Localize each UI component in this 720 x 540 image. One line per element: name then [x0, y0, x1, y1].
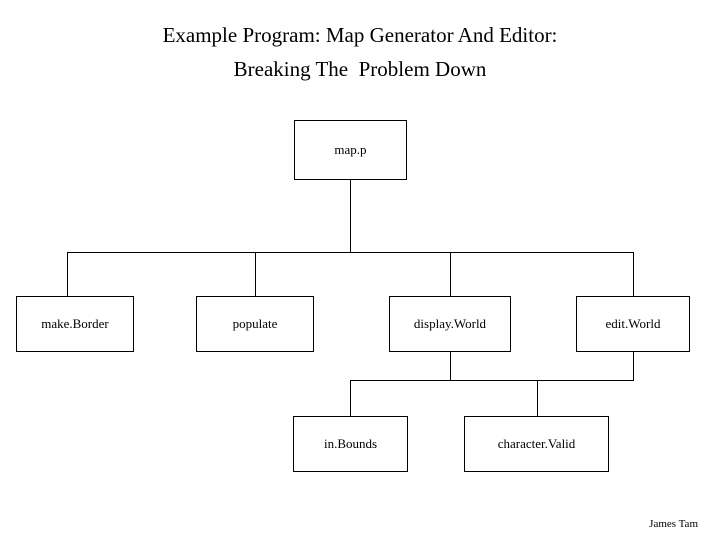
edge-edit-world-stem [633, 352, 634, 380]
node-display-world[interactable]: display.World [389, 296, 511, 352]
node-map-p-label: map.p [334, 142, 367, 157]
node-populate[interactable]: populate [196, 296, 314, 352]
node-in-bounds-label: in.Bounds [323, 436, 378, 451]
node-in-bounds[interactable]: in.Bounds [293, 416, 408, 472]
page-title-line-1: Example Program: Map Generator And Edito… [162, 23, 558, 47]
edge-bus-to-character-valid [537, 380, 538, 416]
node-make-border[interactable]: make.Border [16, 296, 134, 352]
node-edit-world[interactable]: edit.World [576, 296, 690, 352]
node-make-border-label: make.Border [41, 316, 109, 331]
node-character-valid-label: character.Valid [497, 436, 576, 451]
node-display-world-label: display.World [413, 316, 487, 331]
edge-level2-bus [350, 380, 634, 381]
node-map-p[interactable]: map.p [294, 120, 407, 180]
edge-bus-to-make-border [67, 252, 68, 296]
edge-bus-to-edit-world [633, 252, 634, 296]
edge-display-world-stem [450, 352, 451, 380]
edge-level1-bus [67, 252, 633, 253]
node-populate-label: populate [232, 316, 278, 331]
edge-root-stem [350, 180, 351, 252]
edge-bus-to-display-world [450, 252, 451, 296]
page-title-line-2: Breaking The Problem Down [233, 57, 487, 81]
edge-bus-to-populate [255, 252, 256, 296]
node-character-valid[interactable]: character.Valid [464, 416, 609, 472]
author-credit: James Tam [649, 518, 698, 530]
node-edit-world-label: edit.World [605, 316, 661, 331]
page-title: Example Program: Map Generator And Edito… [0, 18, 720, 86]
edge-bus-to-in-bounds [350, 380, 351, 416]
